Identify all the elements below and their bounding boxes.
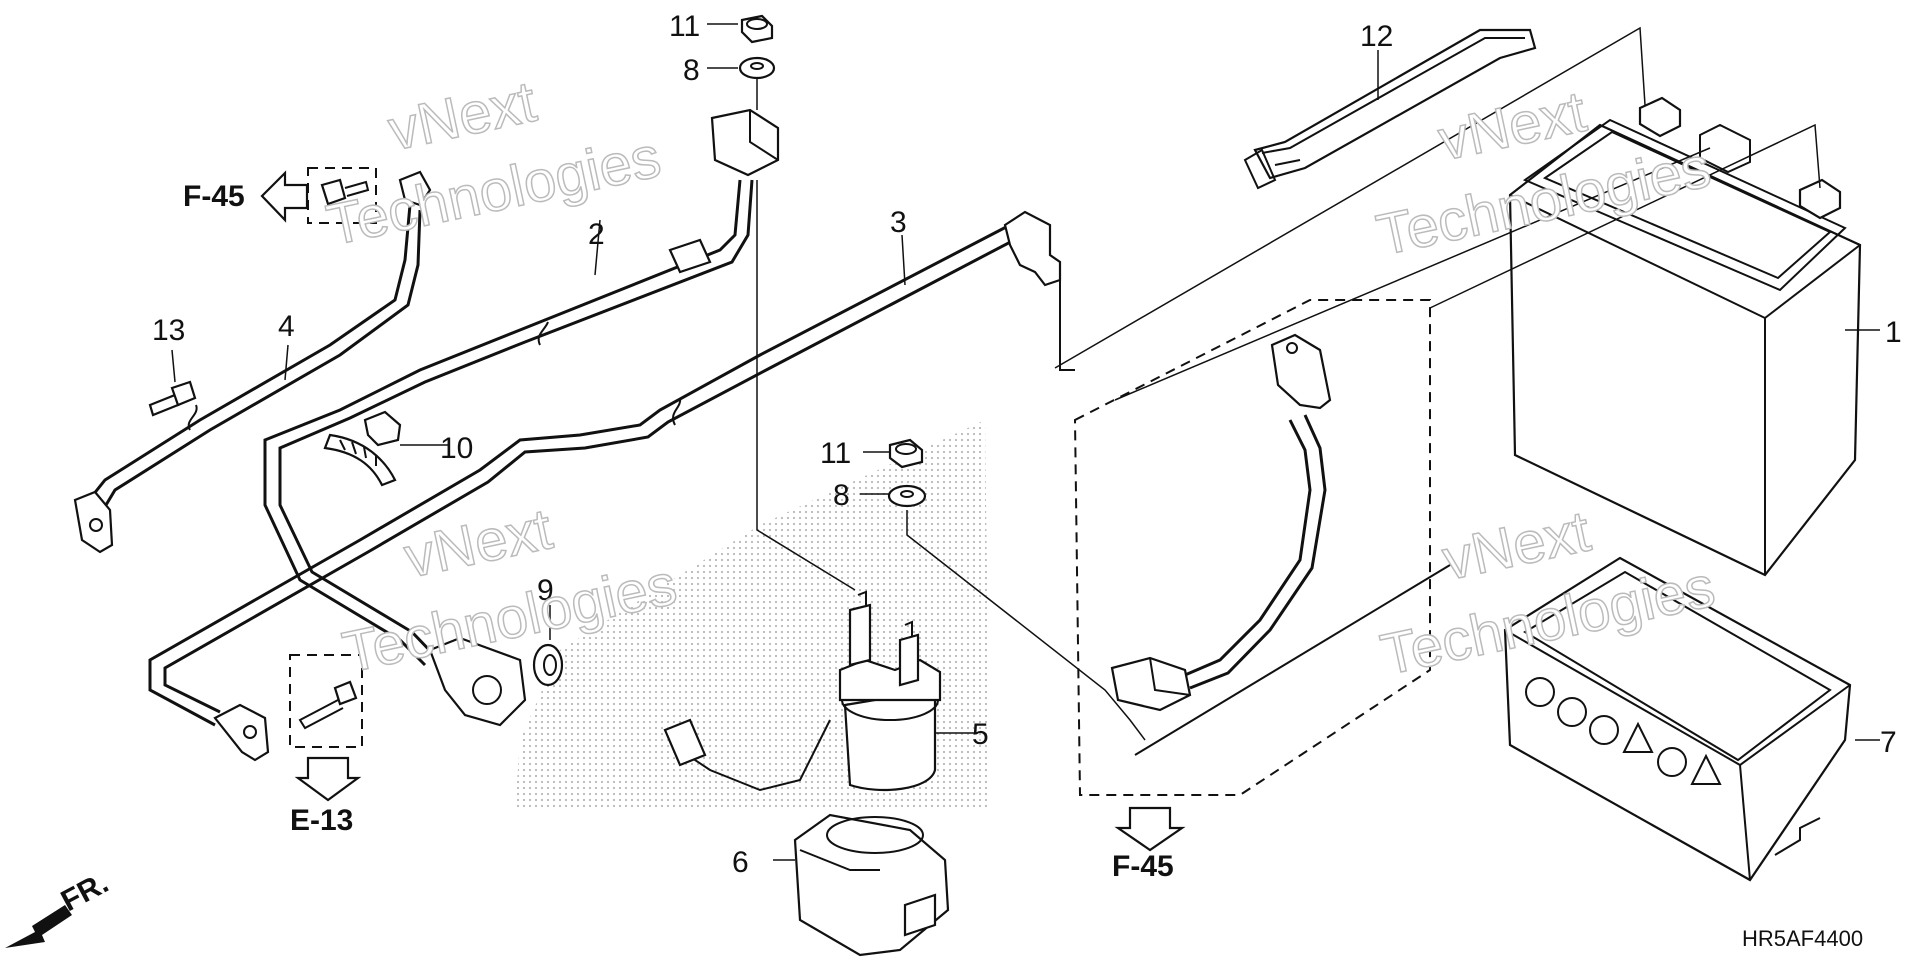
part-7-battery-tray[interactable] [1503,556,1852,882]
part-2-battery-cable[interactable] [263,108,780,727]
part-13-bolt[interactable] [148,380,197,417]
battery-lead-lines [1054,26,1821,401]
part-8-washer-mid[interactable] [887,484,927,508]
callout-3: 3 [890,206,907,239]
callout-7: 7 [1880,726,1897,759]
part-11-nut-top[interactable] [740,14,774,44]
ref-arrow-top-left[interactable] [260,170,309,223]
part-11-nut-mid[interactable] [888,438,924,469]
callout-1: 1 [1885,316,1902,349]
callout-10: 10 [440,432,473,465]
callout-4: 4 [278,310,295,343]
callout-12: 12 [1360,20,1393,53]
svg-text:vNext: vNext [383,69,542,163]
callout-11-top: 11 [669,10,700,43]
relay-lead-lines [756,78,1146,741]
callout-leaders [171,23,1880,861]
part-6-relay-cover[interactable] [793,813,950,957]
ref-label-top-left[interactable]: F-45 [183,180,245,213]
part-3-starter-cable[interactable] [148,210,1075,762]
front-direction-arrow-icon [5,905,72,948]
part-12-battery-band[interactable] [1243,28,1537,190]
terminal-cable[interactable] [1110,333,1332,712]
ref-label-bottom-center[interactable]: F-45 [1112,850,1174,883]
part-1-battery[interactable] [1508,96,1862,577]
dashed-group-terminal-cable [1073,299,1451,796]
callout-11-mid: 11 [820,437,851,470]
ref-label-bottom-left[interactable]: E-13 [290,804,353,837]
callout-8-top: 8 [683,54,700,87]
svg-text:Technologies: Technologies [321,124,666,258]
callout-2: 2 [588,218,605,251]
part-8-washer-top[interactable] [738,56,776,80]
part-5-starter-relay[interactable] [663,590,942,792]
bolt-group-top[interactable] [307,167,377,224]
callout-5: 5 [972,718,989,751]
callout-9: 9 [537,574,554,607]
part-9-grommet[interactable] [532,643,564,687]
callout-6: 6 [732,846,749,879]
callout-8-mid: 8 [833,479,850,512]
diagram-code: HR5AF4400 [1742,926,1863,951]
part-10-cable-band[interactable] [323,410,402,487]
watermark-1: vNext Technologies [321,68,667,259]
callout-13: 13 [152,314,185,347]
svg-text:vNext: vNext [399,496,558,590]
svg-text:vNext: vNext [1437,499,1596,593]
ref-arrow-bottom-left[interactable] [294,756,362,802]
ref-arrow-bottom-center[interactable] [1114,806,1186,852]
bolt-group-bottom[interactable] [289,654,363,748]
part-4-ground-cable[interactable] [73,170,432,554]
